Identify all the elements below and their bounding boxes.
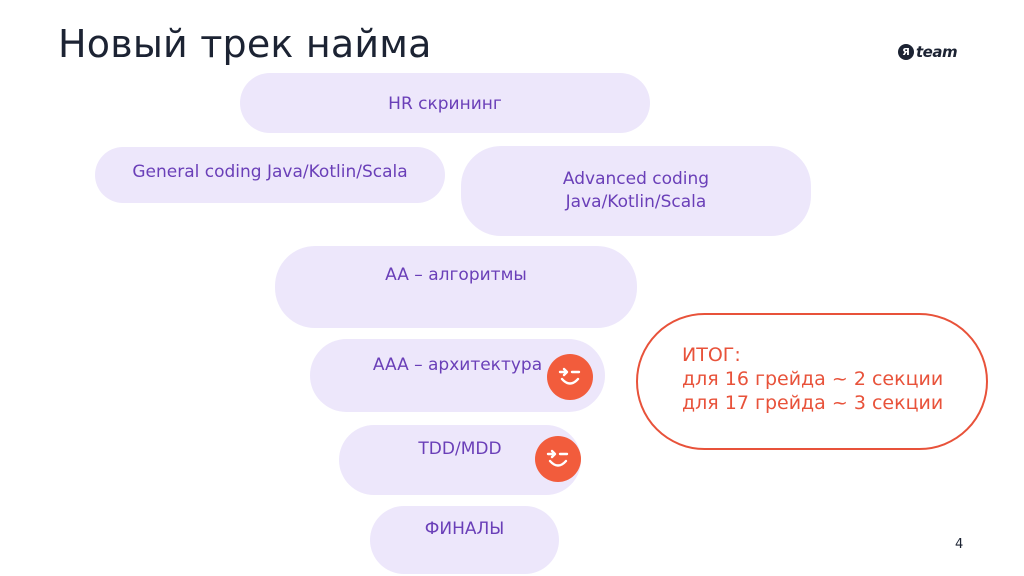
stage-label: TDD/MDD xyxy=(418,439,502,459)
page-number: 4 xyxy=(955,537,964,552)
stage-label: Advanced coding Java/Kotlin/Scala xyxy=(562,169,710,212)
stage-hr-screening: HR скрининг xyxy=(240,73,650,133)
result-line-grade-16: для 16 грейда ~ 2 секции xyxy=(682,368,944,390)
stage-algorithms: AA – алгоритмы xyxy=(275,246,637,328)
stage-finals: ФИНАЛЫ xyxy=(370,506,559,574)
stage-advanced-coding: Advanced coding Java/Kotlin/Scala xyxy=(461,146,811,236)
stage-label: AA – алгоритмы xyxy=(385,265,527,285)
stage-label: General coding Java/Kotlin/Scala xyxy=(132,162,408,182)
result-line-grade-17: для 17 грейда ~ 3 секции xyxy=(682,392,944,414)
slide-title: Новый трек найма xyxy=(58,22,432,66)
stage-label: AAA – архитектура xyxy=(372,355,543,375)
stage-label: HR скрининг xyxy=(388,94,502,114)
logo-mark: Я xyxy=(898,44,914,60)
logo-text: team xyxy=(916,43,958,61)
skip-arrow-icon xyxy=(547,354,593,400)
stage-general-coding: General coding Java/Kotlin/Scala xyxy=(95,147,445,203)
stage-label: ФИНАЛЫ xyxy=(424,519,505,539)
skip-arrow-icon xyxy=(535,436,581,482)
yandex-team-logo: Я team xyxy=(898,40,958,64)
result-summary: ИТОГ: для 16 грейда ~ 2 секции для 17 гр… xyxy=(636,313,988,450)
result-heading: ИТОГ: xyxy=(682,344,741,366)
